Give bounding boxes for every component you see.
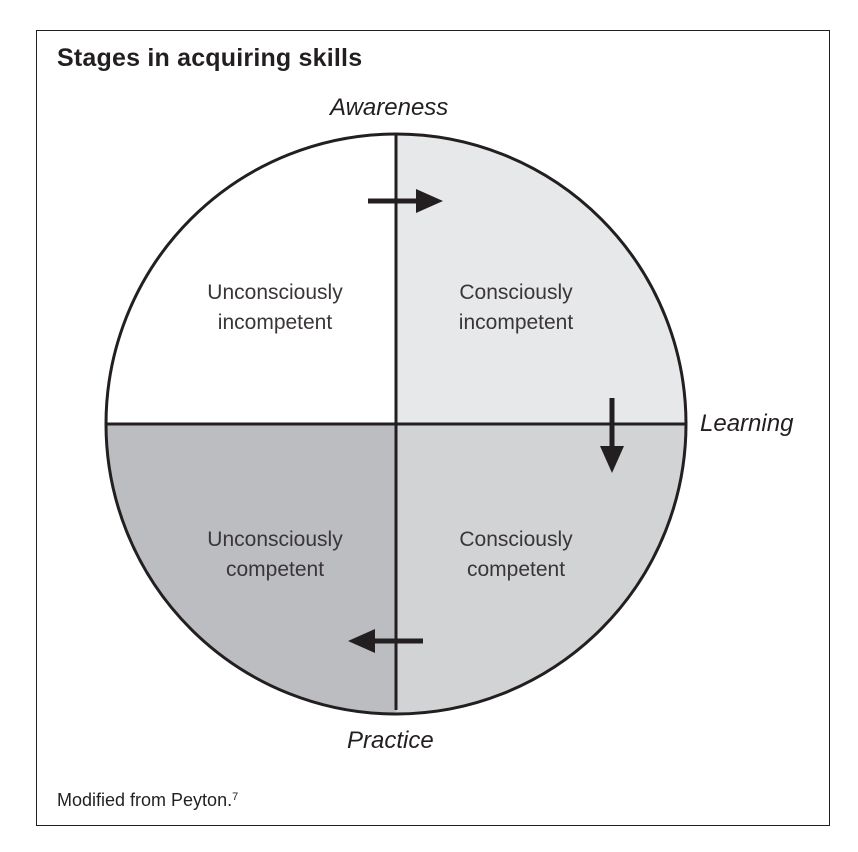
quadrant-consciously-competent: Consciously competent [411,525,621,585]
quadrant-consciously-incompetent: Consciously incompetent [411,278,621,338]
source-text: Modified from Peyton. [57,790,233,810]
quadrant-label-line2: incompetent [217,311,333,334]
figure-title: Stages in acquiring skills [57,44,363,72]
source-reference-number: 7 [232,791,239,803]
quadrant-unconsciously-competent: Unconsciously competent [170,525,380,585]
axis-label-practice: Practice [347,727,434,754]
quadrant-label-line1: Unconsciously [207,281,343,304]
quadrant-label-line1: Consciously [459,281,573,304]
source-note: Modified from Peyton.7 [57,790,238,811]
axis-label-awareness: Awareness [330,94,449,121]
quadrant-label-line2: competent [225,558,325,581]
arrow-down-icon [600,398,624,473]
axis-label-learning: Learning [700,410,794,437]
quadrant-label-line2: competent [466,558,566,581]
quadrant-label-line1: Consciously [459,528,573,551]
figure-frame [36,30,830,826]
quadrant-unconsciously-incompetent: Unconsciously incompetent [170,278,380,338]
arrow-right-icon [368,189,443,213]
quadrant-label-line1: Unconsciously [207,528,343,551]
arrow-left-icon [348,629,423,653]
quadrant-label-line2: incompetent [458,311,574,334]
